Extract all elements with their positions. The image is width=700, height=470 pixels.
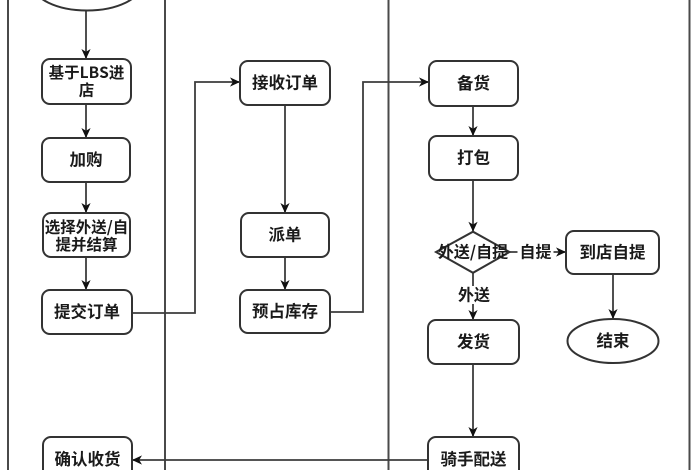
svg-text:骑手配送: 骑手配送: [441, 446, 508, 470]
svg-text:提并结算: 提并结算: [55, 233, 117, 255]
svg-text:结束: 结束: [597, 328, 631, 352]
svg-text:提交订单: 提交订单: [54, 299, 120, 323]
svg-text:到店自提: 到店自提: [580, 239, 647, 263]
svg-text:发货: 发货: [457, 329, 490, 353]
svg-text:加购: 加购: [70, 147, 103, 171]
svg-text:打包: 打包: [457, 145, 491, 169]
svg-text:派单: 派单: [269, 222, 302, 246]
svg-text:基于LBS进: 基于LBS进: [49, 61, 125, 83]
svg-text:店: 店: [79, 78, 95, 100]
svg-text:预占库存: 预占库存: [252, 298, 318, 322]
svg-text:选择外送/自: 选择外送/自: [45, 215, 129, 237]
svg-text:外送: 外送: [458, 281, 490, 305]
svg-text:确认收货: 确认收货: [55, 446, 121, 470]
svg-text:接收订单: 接收订单: [252, 70, 318, 94]
svg-text:外送/自提: 外送/自提: [438, 238, 508, 262]
svg-text:备货: 备货: [457, 70, 490, 94]
svg-text:自提: 自提: [519, 238, 551, 262]
